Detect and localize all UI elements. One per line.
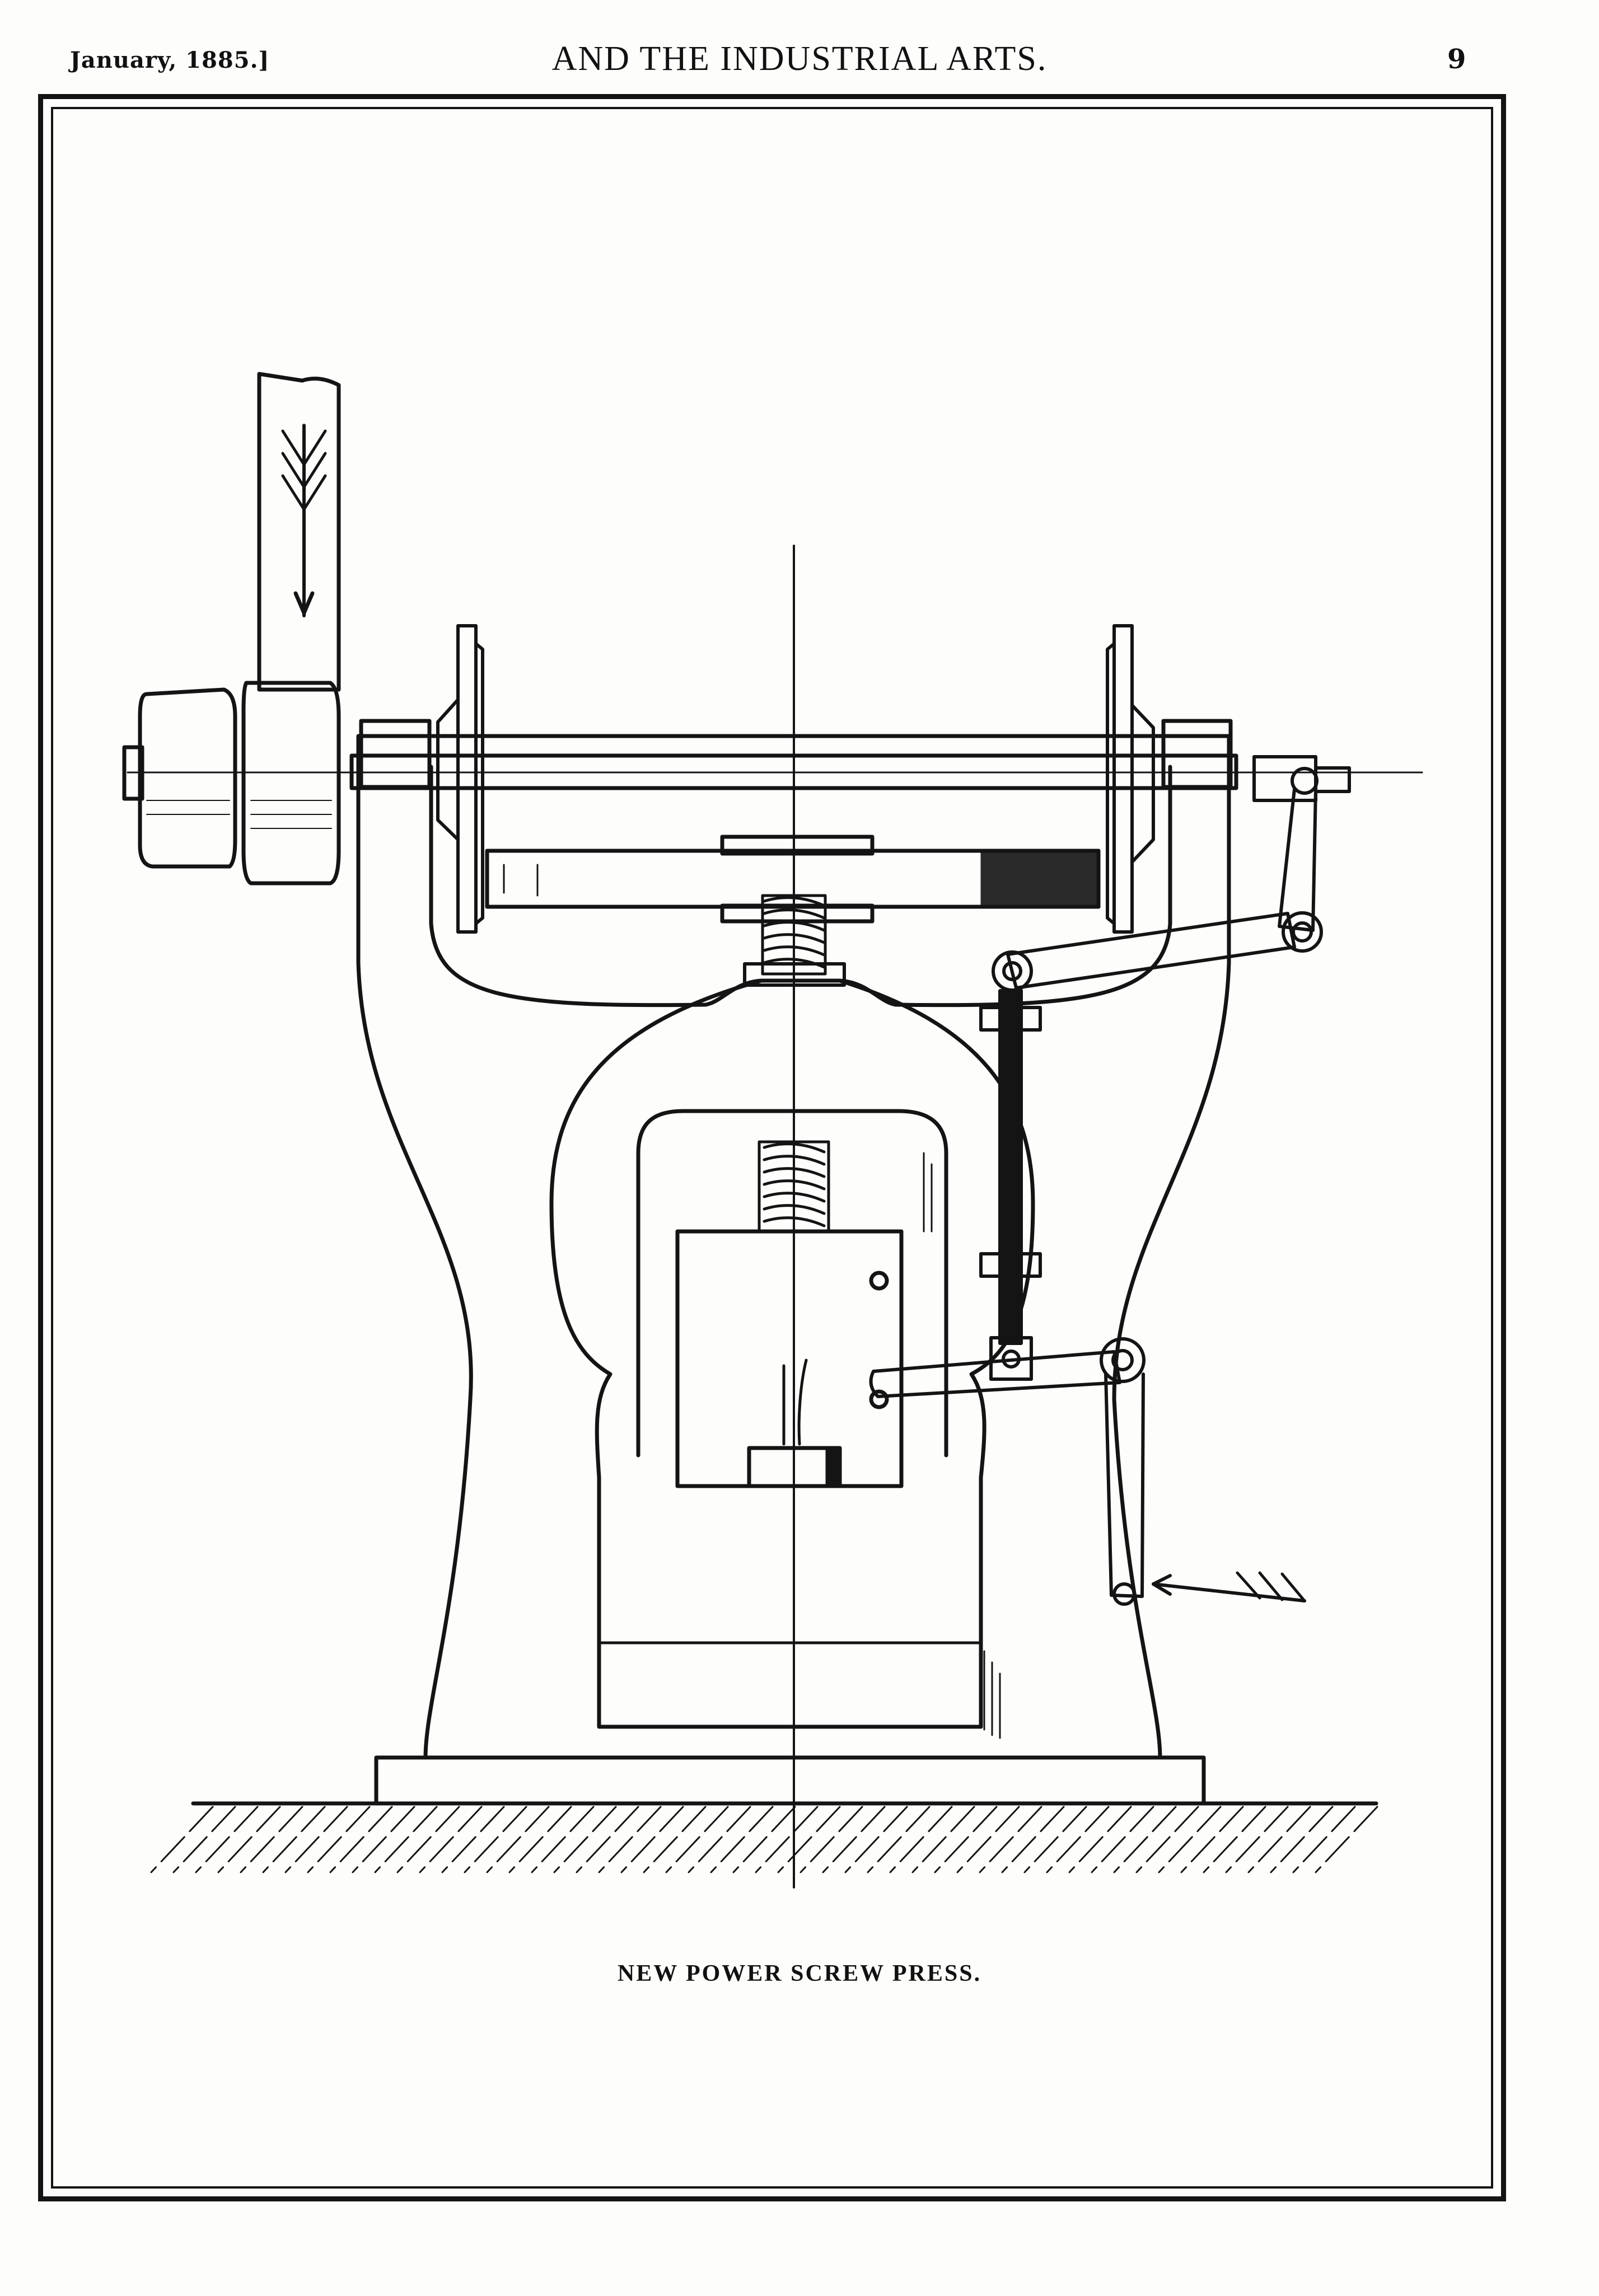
ground [150, 1801, 1378, 1873]
ground-hatch-line [576, 1806, 639, 1873]
ground-hatch-line [1158, 1806, 1222, 1873]
ground-hatch-line [195, 1806, 259, 1873]
ground-hatch-line [1315, 1806, 1378, 1873]
screw-nut [743, 962, 846, 987]
ground-hatch-line [508, 1806, 572, 1873]
ram-slide [675, 1229, 904, 1488]
base-plate [374, 1755, 1206, 1806]
left-bearing [359, 719, 432, 789]
page-number: 9 [1447, 44, 1466, 75]
screw-thread [763, 945, 826, 957]
crown-arch [429, 765, 1172, 1008]
ground-hatch-line [262, 1806, 326, 1873]
ground-hatch-line [956, 1806, 1020, 1873]
ground-hatch-line [1203, 1806, 1266, 1873]
ground-hatch-line [419, 1806, 483, 1873]
ground-hatch-line [867, 1806, 931, 1873]
screw-thread [763, 1142, 826, 1154]
ground-hatch-line [1068, 1806, 1132, 1873]
ground-hatch-line [777, 1806, 841, 1873]
ground-hatch-line [352, 1806, 415, 1873]
friction-flywheel [485, 835, 1101, 924]
ground-hatch-line [172, 1806, 236, 1873]
ground-hatch-line [1225, 1806, 1289, 1873]
lower-lever [869, 1337, 1146, 1606]
figure-caption: NEW POWER SCREW PRESS. [617, 1961, 982, 1986]
throat-opening [549, 978, 1035, 1729]
ground-hatch-line [844, 1806, 908, 1873]
ground-hatch-line [1023, 1806, 1087, 1873]
main-shaft [127, 753, 1423, 790]
ground-hatch-line [688, 1806, 751, 1873]
ground-hatch-line [1001, 1806, 1065, 1873]
control-rod [979, 989, 1042, 1381]
ground-hatch-line [1091, 1806, 1154, 1873]
screw-thread [763, 1155, 826, 1166]
ground-hatch-line [284, 1806, 348, 1873]
screw-thread [763, 1179, 826, 1191]
drive-belt [257, 372, 341, 692]
ground-hatch-line [464, 1806, 527, 1873]
ground-hatch-line [217, 1806, 281, 1873]
plate-inner-border [51, 107, 1493, 2189]
ground-hatch-line [441, 1806, 505, 1873]
ground-hatch-line [531, 1806, 595, 1873]
ground-hatch-line [1046, 1806, 1110, 1873]
plate-border [38, 94, 1506, 2201]
ground-hatch-line [979, 1806, 1042, 1873]
ground-hatch-line [553, 1806, 617, 1873]
ground-hatch-line [1135, 1806, 1199, 1873]
ground-hatch-line [598, 1806, 662, 1873]
ground-hatch-line [1113, 1806, 1177, 1873]
ground-hatch-line [710, 1806, 774, 1873]
ground-hatch-line [620, 1806, 684, 1873]
column-shading [923, 1152, 1001, 1739]
right-friction-disc [1106, 624, 1155, 934]
header-date: January, 1885.] [70, 47, 270, 73]
ground-hatch-line [396, 1806, 460, 1873]
right-bearing [1161, 719, 1233, 789]
ground-hatch-line [732, 1806, 796, 1873]
ground-hatch-line [240, 1806, 303, 1873]
ground-hatch-line [374, 1806, 438, 1873]
drive-pulleys [122, 681, 341, 885]
ground-hatch-line [486, 1806, 550, 1873]
ground-hatch-line [1247, 1806, 1311, 1873]
ground-hatch-line [307, 1806, 371, 1873]
ground-hatch-line [150, 1806, 214, 1873]
ram-guide [636, 1109, 948, 1458]
screw-thread [763, 933, 826, 944]
screw-thread [763, 908, 826, 920]
screw-thread [763, 1204, 826, 1215]
ground-hatch-line [889, 1806, 953, 1873]
screw-thread [763, 1167, 826, 1178]
ground-hatch-line [822, 1806, 886, 1873]
left-friction-disc [436, 624, 484, 934]
ground-hatch-line [665, 1806, 729, 1873]
ground-hatch-line [329, 1806, 393, 1873]
ground-hatch-line [1270, 1806, 1334, 1873]
screw-thread [763, 1192, 826, 1203]
ground-hatch-line [800, 1806, 863, 1873]
ground-hatch-line [934, 1806, 998, 1873]
ground-hatch-line [643, 1806, 707, 1873]
screw-thread [763, 1216, 826, 1227]
ground-hatch-line [755, 1806, 819, 1873]
running-header: January, 1885.] AND THE INDUSTRIAL ARTS.… [0, 39, 1599, 90]
ground-hatch-line [911, 1806, 975, 1873]
ground-hatch-line [1180, 1806, 1244, 1873]
ground-hatch-line [1292, 1806, 1356, 1873]
lever-arrow [1152, 1571, 1306, 1602]
screw-thread [763, 896, 826, 907]
header-title: AND THE INDUSTRIAL ARTS. [551, 40, 1048, 78]
